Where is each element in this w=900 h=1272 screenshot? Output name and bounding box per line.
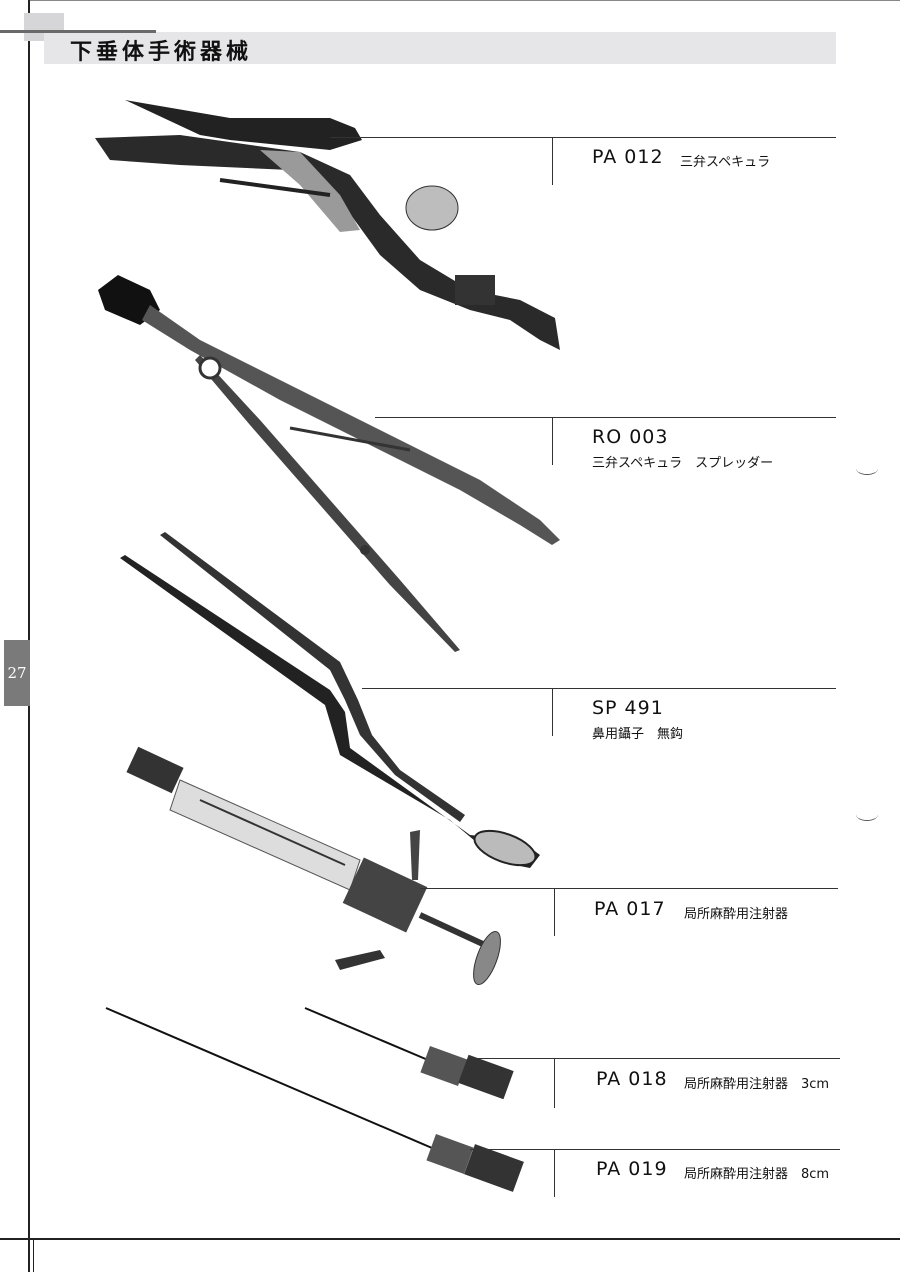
page-title: 下垂体手術器械 (70, 40, 253, 65)
scan-mark (856, 462, 878, 475)
product-code: PA 019 (596, 1158, 668, 1180)
header-accent-line (0, 30, 156, 33)
product-code: SP 491 (592, 697, 664, 719)
entry-rule (375, 417, 836, 418)
product-description: 三弁スペキュラ (680, 155, 771, 170)
needle-3cm-image (304, 1007, 514, 1100)
entry-divider (554, 888, 555, 936)
entry-divider (552, 137, 553, 185)
product-description: 局所麻酔用注射器 3cm (684, 1077, 830, 1092)
entry-rule (470, 1058, 840, 1059)
entry-rule (330, 137, 836, 138)
bottom-left-tick (33, 1238, 34, 1272)
speculum-image (95, 100, 560, 350)
entry-rule (362, 688, 836, 689)
product-code: PA 012 (592, 146, 664, 168)
page-number-tab: 27 (4, 640, 30, 706)
bottom-border (0, 1238, 900, 1240)
product-description: 鼻用鑷子 無鈎 (592, 727, 684, 742)
needle-8cm-image (105, 1007, 524, 1192)
spreader-image (98, 275, 560, 652)
product-code: PA 017 (594, 898, 666, 920)
entry-divider (552, 417, 553, 465)
entry-rule (420, 888, 838, 889)
entry-divider (552, 688, 553, 736)
left-margin-line (28, 0, 30, 1272)
product-description: 局所麻酔用注射器 (684, 907, 789, 922)
entry-rule (470, 1149, 840, 1150)
header-bar (44, 32, 836, 64)
product-code: PA 018 (596, 1068, 668, 1090)
forceps-image (120, 532, 540, 868)
scan-mark (856, 808, 878, 821)
entry-divider (554, 1149, 555, 1197)
product-description: 局所麻酔用注射器 8cm (684, 1167, 830, 1182)
top-border (30, 0, 900, 1)
product-description: 三弁スペキュラ スプレッダー (592, 456, 774, 471)
entry-divider (554, 1058, 555, 1108)
product-code: RO 003 (592, 426, 669, 448)
syringe-image (126, 746, 501, 986)
